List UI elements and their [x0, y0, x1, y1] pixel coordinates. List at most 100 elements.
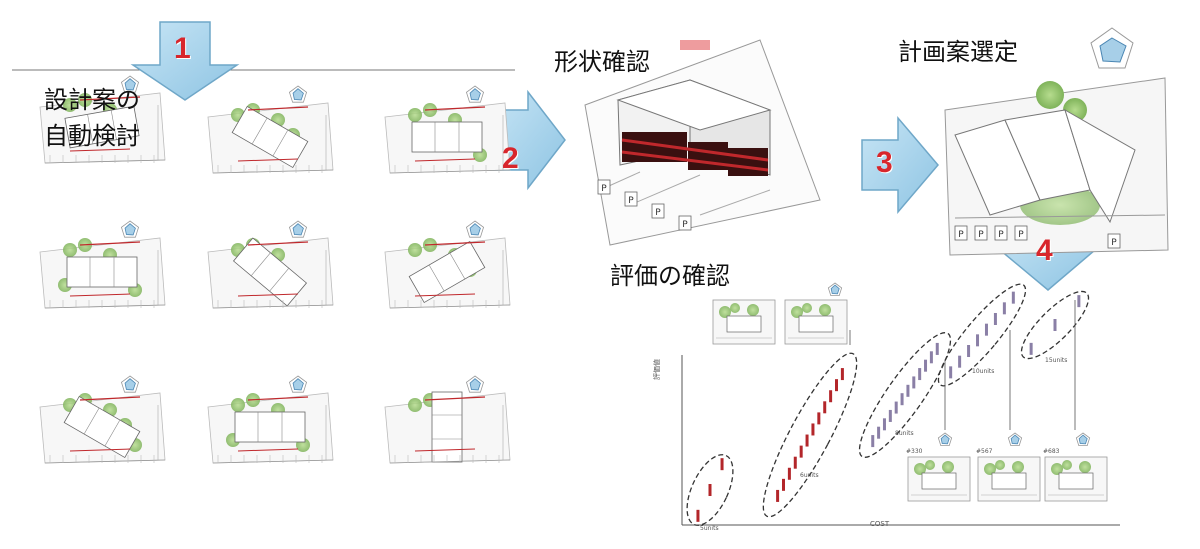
- design-thumbnail: [207, 220, 334, 309]
- plot-bar: [894, 401, 898, 414]
- radar-chart-icon: [120, 375, 140, 393]
- plan-select-label: 計画案選定: [898, 38, 1018, 66]
- tree: [408, 108, 422, 122]
- plot-bar: [935, 342, 939, 355]
- plot-bar: [835, 379, 839, 392]
- tree: [1079, 461, 1091, 473]
- plot-group-label: 15units: [1045, 357, 1067, 364]
- parking-sign: P: [1107, 233, 1121, 249]
- svg-text:P: P: [1111, 238, 1117, 248]
- auto-design-label-line1: 設計案の: [44, 86, 140, 114]
- plot-group: 10units: [937, 283, 1027, 387]
- plot-case-thumbnail: [784, 299, 848, 345]
- radar-chart-icon: [288, 220, 308, 238]
- plot-bar: [840, 368, 844, 381]
- plot-group: 8units: [858, 332, 952, 458]
- plot-bar: [1029, 342, 1033, 355]
- svg-text:#330: #330: [906, 448, 923, 455]
- svg-text:P: P: [958, 230, 964, 240]
- plot-bar: [882, 418, 886, 431]
- plot-bar: [929, 351, 933, 364]
- svg-text:P: P: [628, 196, 634, 206]
- radar-chart-icon: [937, 432, 953, 446]
- plot-bar: [871, 435, 875, 448]
- plot-bar: [787, 467, 791, 480]
- parking-sign: P: [624, 191, 638, 207]
- radar-chart-icon: [120, 220, 140, 238]
- plot-bar: [984, 323, 988, 336]
- eval-check-label: 評価の確認: [610, 262, 730, 290]
- radar-chart-icon: [288, 375, 308, 393]
- plot-bar: [918, 368, 922, 381]
- tree: [1051, 463, 1063, 475]
- plot-x-label: COST: [870, 520, 890, 528]
- plot-case-thumbnail: [712, 299, 776, 345]
- tree: [408, 398, 422, 412]
- plot-bar: [993, 312, 997, 325]
- design-thumbnail: [207, 375, 334, 464]
- tree: [408, 243, 422, 257]
- design-thumbnail: [384, 375, 511, 464]
- plot-bar: [888, 409, 892, 422]
- plot-bar: [958, 355, 962, 368]
- parking-sign: P: [974, 225, 988, 241]
- parking-sign: P: [1014, 225, 1028, 241]
- plot-bar: [793, 456, 797, 469]
- plot-group: 15units: [1020, 290, 1090, 364]
- parking-sign: P: [651, 203, 665, 219]
- building-block: [616, 79, 772, 176]
- tree: [914, 463, 926, 475]
- plot-bar: [1011, 291, 1015, 304]
- auto-design-label-line2: 自動検討: [44, 122, 140, 150]
- tree: [791, 306, 803, 318]
- tree: [63, 243, 77, 257]
- step-number-2: 2: [502, 142, 519, 175]
- plot-case-thumbnail: #330: [906, 448, 971, 502]
- design-thumbnail: [384, 220, 511, 309]
- step-number-4: 4: [1036, 234, 1053, 267]
- plot-bar: [1053, 319, 1057, 331]
- step-number-1: 1: [174, 32, 191, 65]
- radar-chart-icon: [1090, 27, 1134, 69]
- plot-bar: [720, 458, 724, 471]
- svg-text:#567: #567: [976, 448, 993, 455]
- plot-group: 6units: [762, 352, 858, 518]
- plot-bar: [817, 412, 821, 425]
- plot-group-label: 8units: [895, 430, 914, 437]
- parking-sign: P: [994, 225, 1008, 241]
- tree: [63, 98, 77, 112]
- plot-case-thumbnail: #683: [1043, 448, 1108, 502]
- tree: [984, 463, 996, 475]
- shape-check-label: 形状確認: [554, 48, 650, 76]
- plot-bar: [924, 359, 928, 372]
- design-thumbnail: [384, 85, 511, 174]
- plot-y-label: 評価値: [653, 359, 661, 380]
- step-arrow-1: [130, 21, 240, 101]
- plot-bar: [912, 376, 916, 389]
- radar-chart-icon: [288, 85, 308, 103]
- design-thumbnail: [39, 220, 166, 309]
- plot-bar: [949, 366, 953, 379]
- tree: [1012, 461, 1024, 473]
- plot-bar: [1077, 295, 1081, 308]
- tree: [730, 303, 740, 313]
- tree: [231, 398, 245, 412]
- plot-bar: [799, 445, 803, 458]
- plot-bar: [781, 478, 785, 491]
- svg-text:#683: #683: [1043, 448, 1060, 455]
- radar-chart-icon: [465, 220, 485, 238]
- parking-sign: P: [678, 215, 692, 231]
- design-thumbnail: [39, 375, 166, 464]
- tree: [802, 303, 812, 313]
- plot-bar: [811, 423, 815, 436]
- radar-chart-icon: [120, 75, 140, 93]
- plot-group-label: 6units: [800, 472, 819, 479]
- step-number-3: 3: [876, 146, 893, 179]
- plot-bar: [877, 426, 881, 439]
- red-tag: [680, 40, 710, 50]
- design-thumbnail: [39, 75, 166, 164]
- plot-bar: [906, 384, 910, 397]
- radar-chart-icon: [465, 85, 485, 103]
